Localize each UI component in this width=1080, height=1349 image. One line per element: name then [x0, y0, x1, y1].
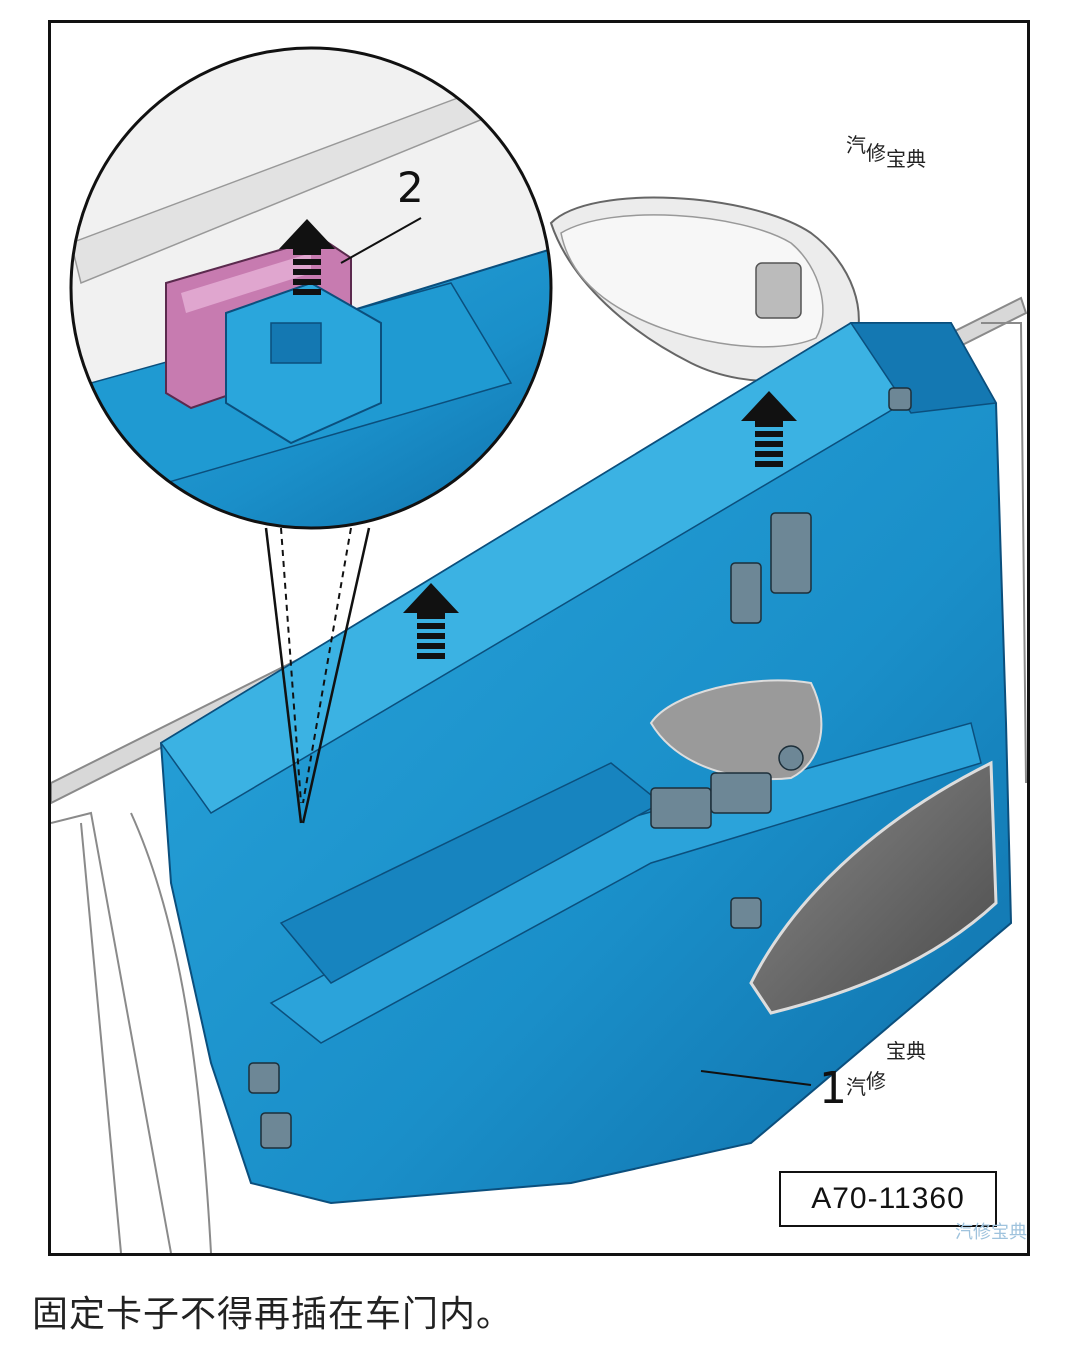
up-arrow-icon: [741, 391, 797, 467]
magnifier-leader-lines: [264, 527, 371, 824]
up-arrow-icon: [279, 219, 335, 295]
door-panel-illustration: [51, 46, 1027, 1253]
watermark-bottom: 汽修宝典: [846, 1039, 926, 1099]
callout-1-label: 1: [819, 1063, 847, 1114]
callout-1-leader: [700, 1070, 812, 1086]
watermark-top: 汽修宝典: [846, 133, 926, 171]
figure-caption: 固定卡子不得再插在车门内。: [32, 1294, 514, 1335]
detail-magnifier: [69, 46, 553, 530]
callout-2-label: 2: [397, 163, 424, 212]
mirror: [549, 196, 860, 383]
corner-watermark: 汽修宝典: [955, 1222, 1027, 1243]
figure-reference-code: A70-11360: [779, 1171, 997, 1227]
up-arrow-icon: [403, 583, 459, 659]
diagram-frame: 2 1 汽修宝典 汽修宝典 A70-11360: [48, 20, 1030, 1256]
